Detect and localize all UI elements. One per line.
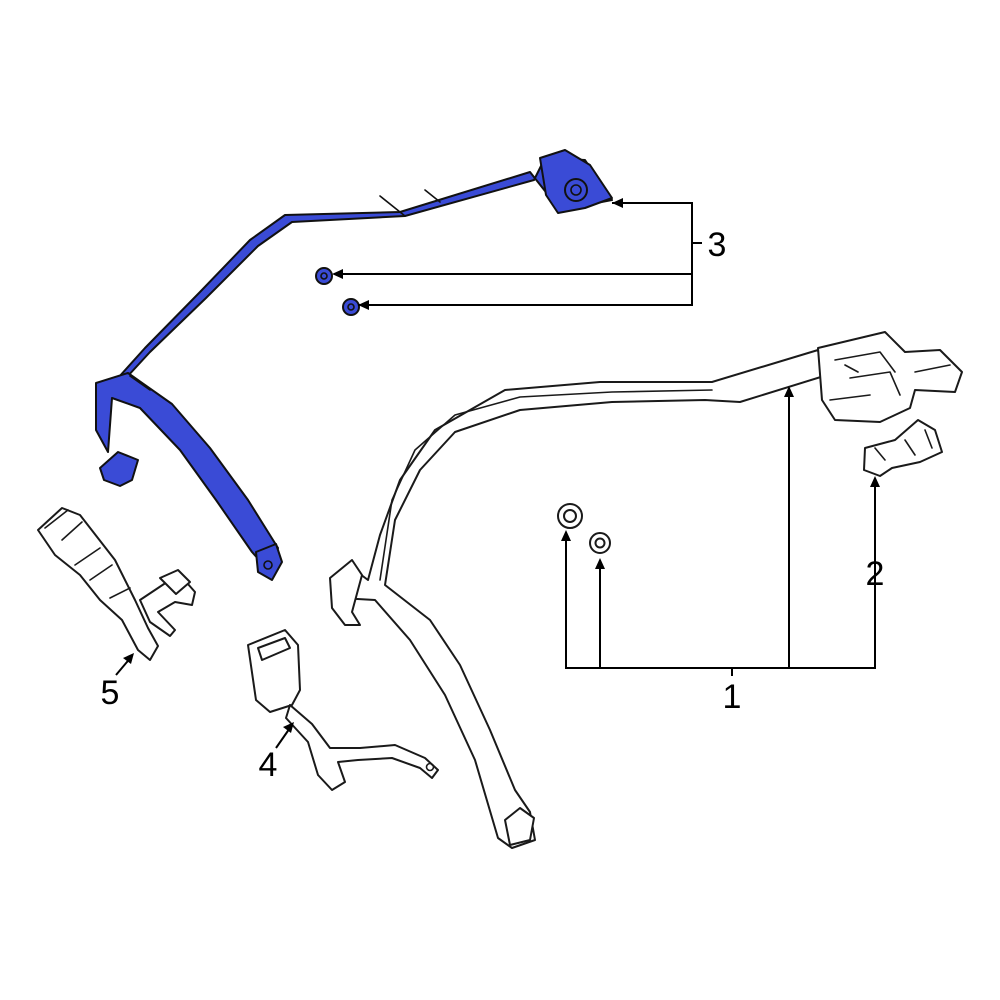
arrow-4-buckle — [283, 722, 294, 733]
part-1-washer-b-hole — [594, 537, 606, 549]
part-1-webbing-edge — [379, 389, 713, 581]
part-3-tab-hole — [263, 560, 273, 570]
arrow-5-center-buckle — [123, 653, 134, 664]
part-1-lower-anchor — [504, 807, 535, 846]
part-1-retractor-detail — [829, 351, 951, 401]
callout-1: 1 — [723, 678, 742, 716]
part-5-buckle-detail — [44, 509, 131, 599]
part-4-buckle-slot — [257, 637, 291, 661]
part-3-bolt-b — [342, 298, 360, 316]
part-2-bracket-detail — [874, 429, 933, 461]
arrow-1-belt — [784, 386, 794, 397]
part-3-lower-tab — [255, 543, 283, 581]
part-3-retractor-spool — [564, 178, 588, 202]
part-2-bracket[interactable] — [863, 419, 943, 477]
part-3-rear-belt-assembly[interactable] — [95, 149, 613, 581]
arrow-3-retractor — [612, 198, 623, 208]
part-5-buckle-clip — [159, 569, 191, 595]
part-4-buckle-stalk — [285, 704, 439, 791]
part-5-buckle-body — [37, 507, 159, 661]
part-1-washer-a-hole — [563, 509, 577, 523]
part-2-bracket-body — [863, 419, 943, 477]
part-1-retractor — [817, 331, 963, 423]
part-3-webbing-fold — [129, 189, 441, 391]
part-3-bolt-b-center — [347, 303, 355, 311]
leaders-4-5 — [115, 653, 294, 749]
arrow-2-bracket — [870, 476, 880, 487]
part-1-upper-guide — [329, 559, 363, 626]
part-1-webbing — [334, 349, 825, 849]
part-3-webbing-lower — [95, 372, 279, 573]
callout-5: 5 — [101, 674, 120, 712]
part-1-front-belt-assembly[interactable] — [329, 331, 963, 849]
part-3-anchor-plate — [99, 451, 139, 487]
callout-3: 3 — [708, 226, 727, 264]
part-3-spool-hub — [570, 184, 582, 196]
part-4-buckle[interactable] — [247, 629, 439, 791]
leaders-1 — [561, 386, 880, 676]
arrow-1-washer-a — [561, 530, 571, 541]
part-3-webbing-upper — [99, 157, 613, 385]
part-5-center-buckle[interactable] — [37, 507, 196, 661]
callout-2: 2 — [866, 555, 885, 593]
part-3-bolt-a-center — [320, 272, 328, 280]
arrow-1-washer-b — [595, 558, 605, 569]
part-4-bolt-hole — [425, 762, 435, 772]
arrow-3-bolt-a — [332, 269, 343, 279]
leaders-3 — [332, 198, 702, 310]
arrow-3-bolt-b — [358, 300, 369, 310]
callout-4: 4 — [259, 746, 278, 784]
part-3-bolt-a — [315, 267, 333, 285]
